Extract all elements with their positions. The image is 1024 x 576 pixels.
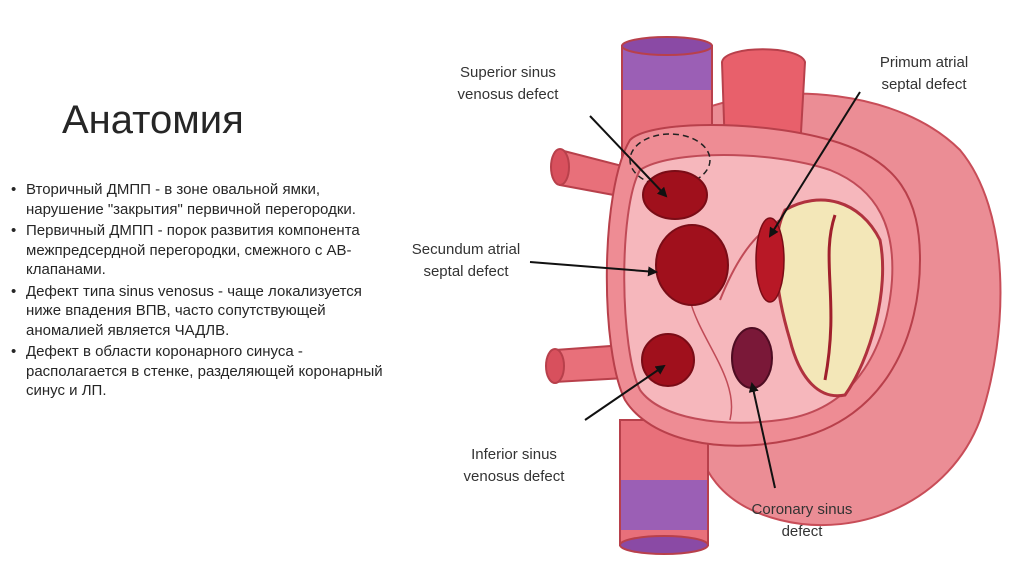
bullet-item: • Первичный ДМПП - порок развития компоне… [10,221,400,280]
label-superior-line2: venosus defect [458,86,560,103]
bullet-text: Дефект в области коронарного синуса - ра… [26,343,383,399]
bullet-text: Дефект типа sinus venosus - чаще локализ… [26,282,362,339]
label-secundum-line1: Secundum atrial [412,241,520,258]
ivc-band [621,480,707,530]
aorta [720,48,807,151]
bullet-list: • Вторичный ДМПП - в зоне овальной ямки, … [10,180,400,403]
bullet-dot: • [11,222,17,239]
arrow-coronary [748,382,776,489]
bullet-item: • Вторичный ДМПП - в зоне овальной ямки, … [10,180,400,219]
primum-defect [755,217,785,303]
bullet-text: Вторичный ДМПП - в зоне овальной ямки, н… [26,181,356,218]
svc-opening [621,36,713,56]
secundum-defect [655,224,729,306]
arrow-inferior [584,364,666,421]
bullet-item: • Дефект в области коронарного синуса - р… [10,342,400,401]
label-inferior-line2: venosus defect [464,468,566,485]
label-inferior-line1: Inferior sinus [471,446,557,463]
av-valve-slit [823,214,837,381]
superior-sinus-venosus-defect [642,170,708,220]
septum-ridge-lower [689,299,733,421]
ivc-opening [619,535,709,555]
arrow-superior [589,115,668,198]
slide-title: Анатомия [62,98,244,142]
arrow-secundum [529,261,658,277]
label-superior-line1: Superior sinus [460,64,556,81]
inferior-sinus-venosus-defect [641,333,695,387]
label-primum-line1: Primum atrial [880,54,968,71]
label-coronary-line1: Coronary sinus [752,501,853,518]
bullet-text: Первичный ДМПП - порок развития компонен… [26,222,360,278]
bullet-dot: • [11,343,17,360]
coronary-sinus-defect [731,327,773,389]
arrow-primum [768,91,861,238]
bullet-item: • Дефект типа sinus venosus - чаще локали… [10,282,400,341]
label-secundum-line2: septal defect [423,263,509,280]
label-coronary-line2: defect [782,523,824,540]
heart-diagram: Superior sinus venosus defect Primum atr… [412,36,1002,555]
bullet-dot: • [11,282,17,300]
bullet-dot: • [11,181,17,198]
label-primum-line2: septal defect [881,76,967,93]
